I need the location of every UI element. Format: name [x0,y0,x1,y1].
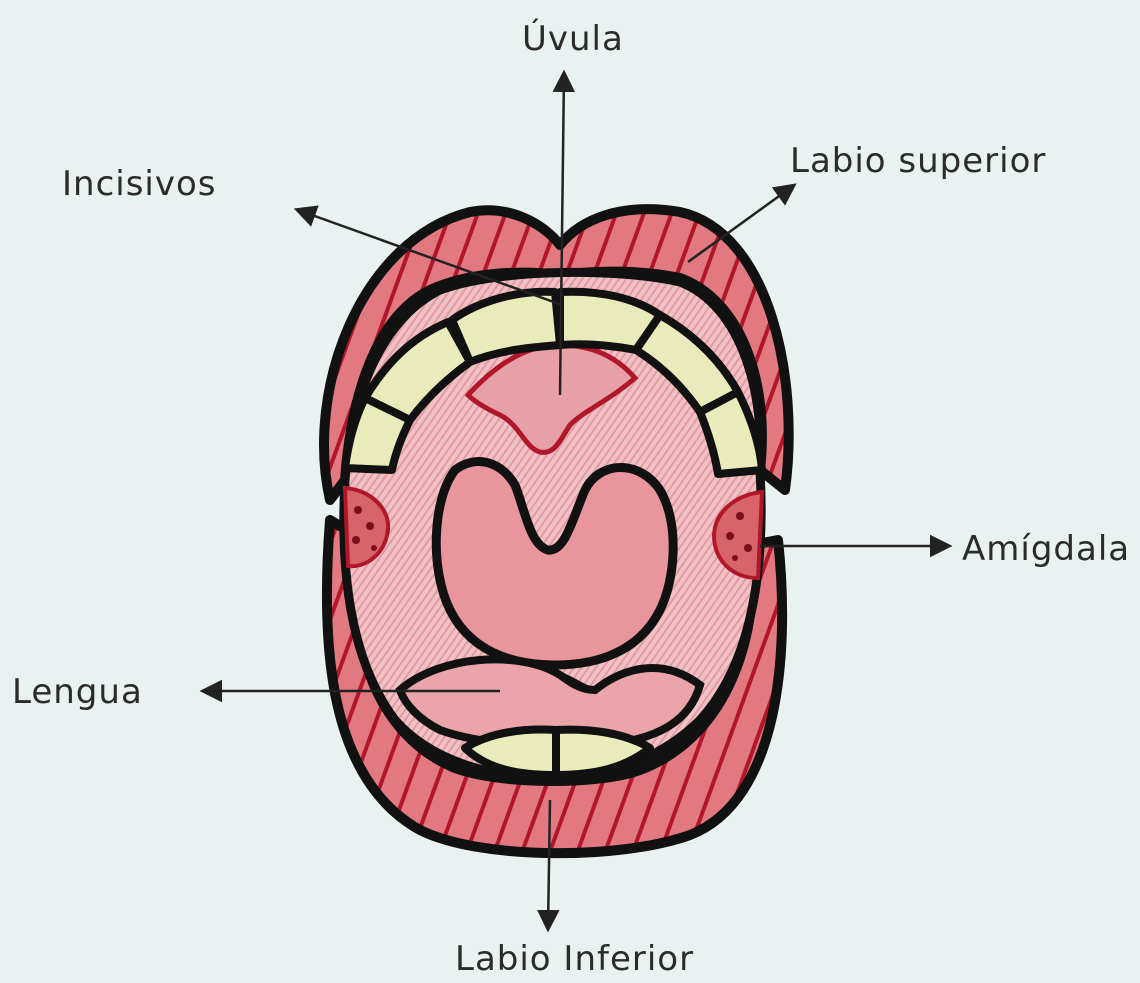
label-lower-lip: Labio Inferior [455,939,694,979]
lower-teeth [465,730,650,775]
label-uvula: Úvula [522,18,624,59]
label-tonsil: Amígdala [962,529,1130,569]
label-incisors: Incisivos [62,164,217,204]
label-upper-lip: Labio superior [790,141,1046,181]
label-tongue: Lengua [12,672,143,712]
